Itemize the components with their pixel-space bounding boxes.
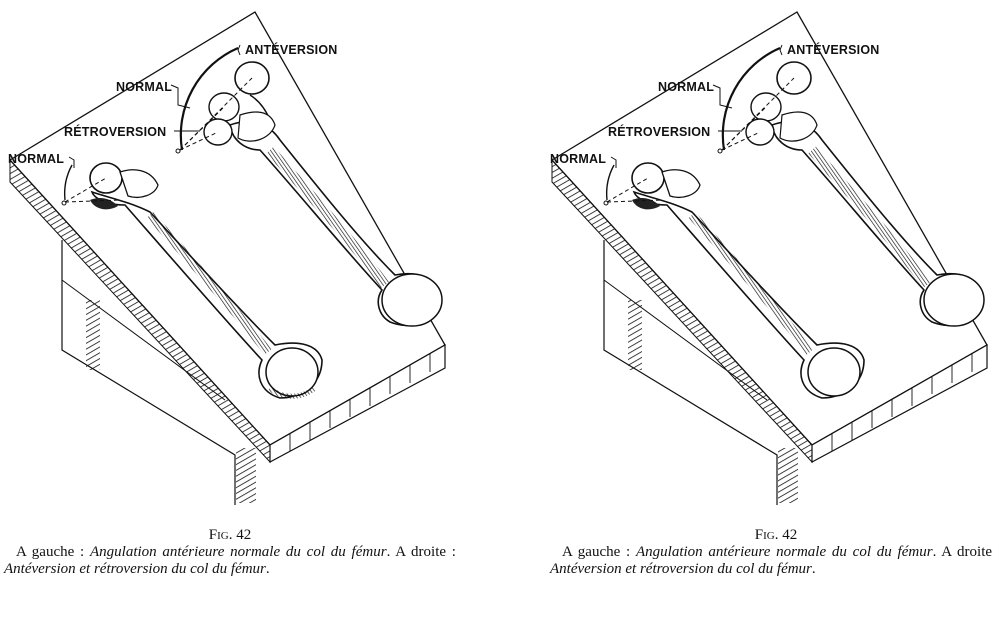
table-drawing [550,11,988,505]
label-normal-left: NORMAL [550,152,606,166]
label-retroversion: RÉTROVERSION [608,124,710,139]
label-retroversion: RÉTROVERSION [64,124,166,139]
caption-text: A gauche : Angulation antérieure normale… [4,544,456,577]
femur-anteversion-retroversion [175,46,443,327]
femur-anteversion-retroversion [717,46,985,327]
figure-panel-right: ANTÉVERSION NORMAL RÉTROVERSION NORMAL F… [500,0,999,625]
label-normal-top: NORMAL [658,80,714,94]
label-anteversion: ANTÉVERSION [787,42,880,57]
table-drawing [8,11,446,505]
femur-illustration: ANTÉVERSION NORMAL RÉTROVERSION NORMAL [8,11,446,505]
label-normal-top: NORMAL [116,80,172,94]
figure-panel-left: ANTÉVERSION NORMAL RÉTROVERSION NORMAL F… [0,0,499,625]
figure-caption: Fig. 42 A gauche : Angulation antérieure… [550,527,999,578]
caption-text: A gauche : Angulation antérieure normale… [550,544,999,577]
femur-illustration: ANTÉVERSION NORMAL RÉTROVERSION NORMAL [550,11,988,505]
femur-normal [61,162,323,399]
femur-normal [603,162,865,399]
figure-title: Fig. 42 [754,527,798,543]
label-normal-left: NORMAL [8,152,64,166]
figure-caption: Fig. 42 A gauche : Angulation antérieure… [4,527,456,578]
label-anteversion: ANTÉVERSION [245,42,338,57]
figure-title: Fig. 42 [208,527,252,543]
